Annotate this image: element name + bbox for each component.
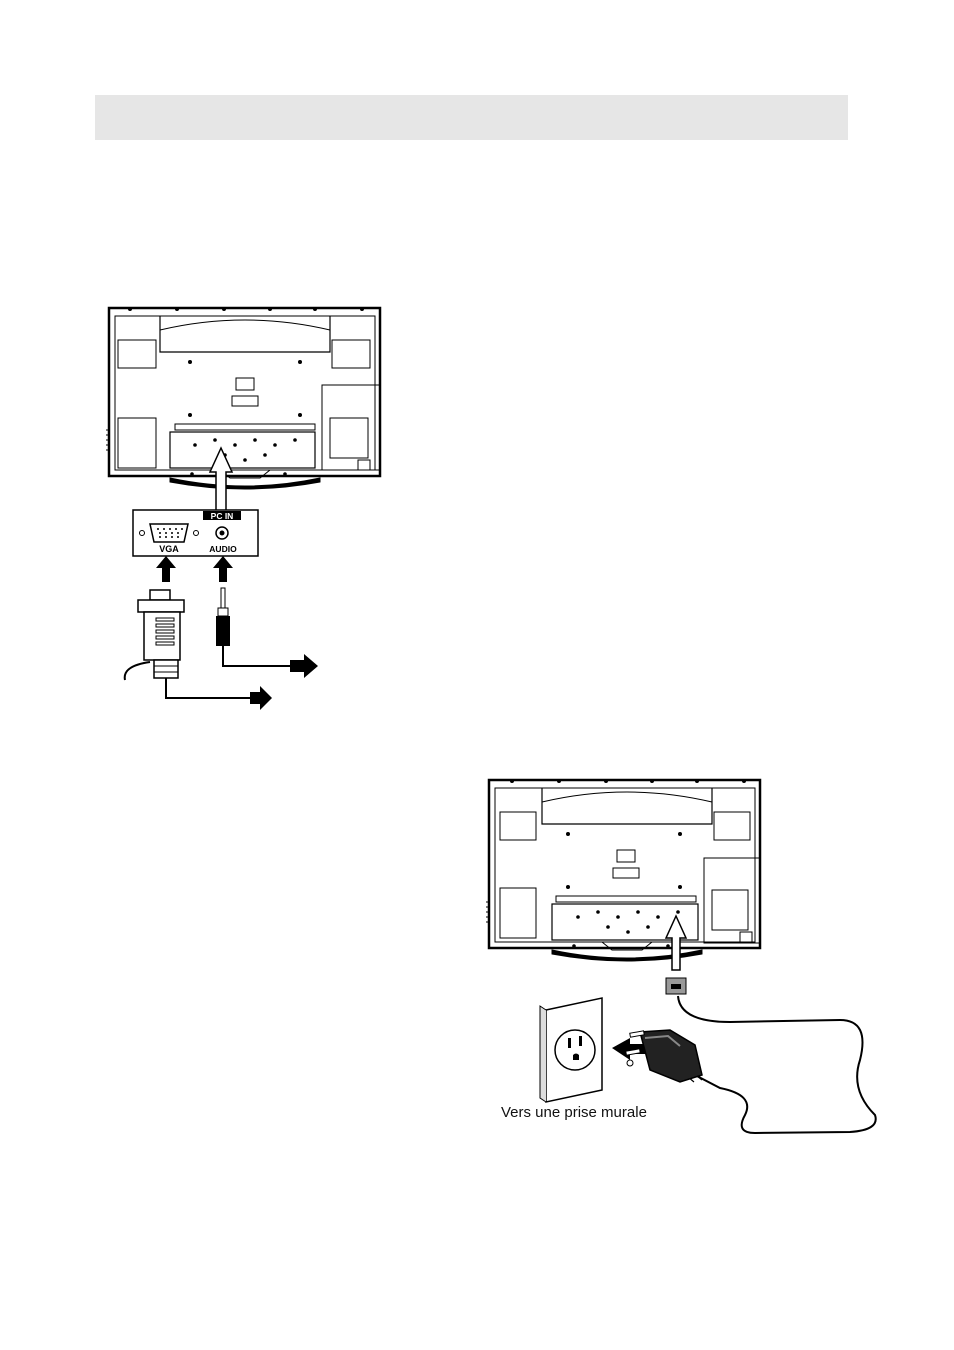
audio-port-label: AUDIO: [209, 544, 237, 554]
audio-jack-icon: [215, 526, 229, 540]
insert-plug-arrow-icon: [612, 1038, 646, 1060]
pc-connection-figure: PC IN VGA AUDIO: [100, 300, 390, 720]
power-arrow-up-icon: [664, 914, 688, 971]
vga-cable-connector: [123, 589, 250, 699]
power-cord: [677, 995, 877, 1135]
vga-port-icon: [149, 523, 189, 543]
to-pc-arrow-audio-icon: [290, 654, 318, 678]
pc-in-panel: PC IN VGA AUDIO: [132, 509, 259, 557]
tv-back-illustration-2: [486, 778, 762, 962]
to-pc-arrow-vga-icon: [250, 686, 272, 710]
wall-outlet-caption: Vers une prise murale: [501, 1104, 647, 1121]
vga-port-label: VGA: [159, 544, 179, 554]
power-connection-figure: [480, 770, 890, 1150]
wall-outlet-icon: [539, 997, 603, 1103]
power-plug-icon: [625, 1029, 703, 1083]
section-header-bar: [95, 95, 848, 140]
connect-arrow-up-icon: [208, 446, 234, 513]
audio-cable-plug: [216, 587, 290, 667]
ac-cord-connector-icon: [665, 977, 687, 995]
insert-arrows-icon: [156, 556, 233, 582]
tv-back-illustration: [106, 306, 382, 490]
pc-in-label: PC IN: [211, 511, 234, 521]
